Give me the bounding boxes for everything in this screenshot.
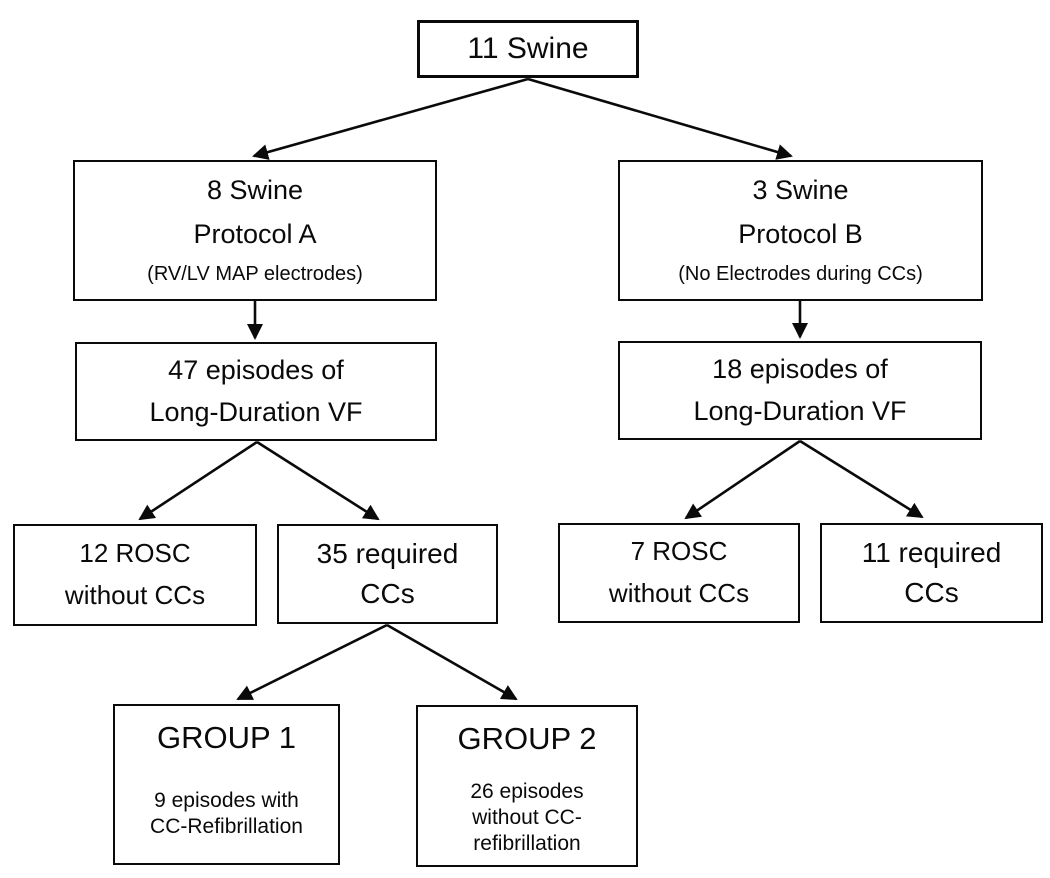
node-protocol-a: 8 Swine Protocol A (RV/LV MAP electrodes…: [73, 160, 437, 301]
node-protocol-a-note: (RV/LV MAP electrodes): [147, 263, 363, 285]
arrow-episodes-a-to-required-a: [256, 440, 380, 521]
node-rosc-b-line2: without CCs: [608, 578, 750, 609]
node-rosc-a-line2: without CCs: [64, 580, 206, 611]
node-episodes-b-line1: 18 episodes of: [712, 353, 888, 384]
node-episodes-a-line2: Long-Duration VF: [149, 396, 363, 427]
node-protocol-a-count: 8 Swine: [206, 174, 304, 205]
node-protocol-a-name: Protocol A: [193, 218, 317, 249]
node-protocol-b: 3 Swine Protocol B (No Electrodes during…: [618, 160, 983, 301]
node-group-2-sub-line1: 26 episodes: [470, 779, 584, 803]
arrow-required-a-to-group-2: [386, 623, 518, 701]
node-total-swine-label: 11 Swine: [467, 31, 589, 65]
node-episodes-b: 18 episodes of Long-Duration VF: [618, 341, 982, 440]
arrow-episodes-b-to-required-b: [799, 439, 924, 519]
node-group-2-sub-line3: refibrillation: [473, 832, 581, 856]
node-rosc-a-line1: 12 ROSC: [79, 537, 191, 568]
node-group-2-title: GROUP 2: [457, 721, 597, 756]
node-rosc-b-line1: 7 ROSC: [630, 536, 728, 567]
node-total-swine: 11 Swine: [417, 20, 639, 78]
node-episodes-a: 47 episodes of Long-Duration VF: [75, 342, 437, 441]
node-required-ccs-a: 35 required CCs: [277, 524, 498, 624]
node-protocol-b-count: 3 Swine: [752, 174, 849, 205]
node-group-2-subtext: 26 episodes without CC- refibrillation: [470, 779, 583, 858]
node-protocol-b-note: (No Electrodes during CCs): [678, 263, 923, 285]
node-group-2: GROUP 2 26 episodes without CC- refibril…: [416, 705, 638, 867]
node-group-1: GROUP 1 9 episodes with CC-Refibrillatio…: [113, 704, 340, 865]
node-required-ccs-a-line2: CCs: [360, 577, 415, 609]
node-required-ccs-a-line1: 35 required: [316, 538, 459, 570]
arrow-episodes-a-to-rosc-a: [138, 440, 258, 521]
node-group-1-sub-line1: 9 episodes with: [154, 788, 299, 812]
node-required-ccs-b-line1: 11 required: [861, 537, 1002, 569]
node-episodes-b-line2: Long-Duration VF: [693, 395, 907, 426]
arrow-root-to-protocol-b: [527, 77, 793, 160]
node-episodes-a-line1: 47 episodes of: [168, 354, 344, 385]
node-required-ccs-b-line2: CCs: [904, 576, 959, 608]
node-group-1-sub-line2: CC-Refibrillation: [150, 814, 303, 838]
node-group-1-title: GROUP 1: [157, 720, 296, 755]
arrow-root-to-protocol-a: [252, 77, 529, 160]
node-required-ccs-b: 11 required CCs: [820, 523, 1043, 623]
node-group-1-subtext: 9 episodes with CC-Refibrillation: [150, 788, 303, 841]
node-rosc-b: 7 ROSC without CCs: [558, 523, 800, 623]
arrow-required-a-to-group-1: [236, 623, 388, 701]
node-rosc-a: 12 ROSC without CCs: [13, 524, 257, 626]
node-protocol-b-name: Protocol B: [738, 218, 863, 249]
node-group-2-sub-line2: without CC-: [472, 805, 582, 829]
arrow-episodes-b-to-rosc-b: [684, 439, 801, 520]
